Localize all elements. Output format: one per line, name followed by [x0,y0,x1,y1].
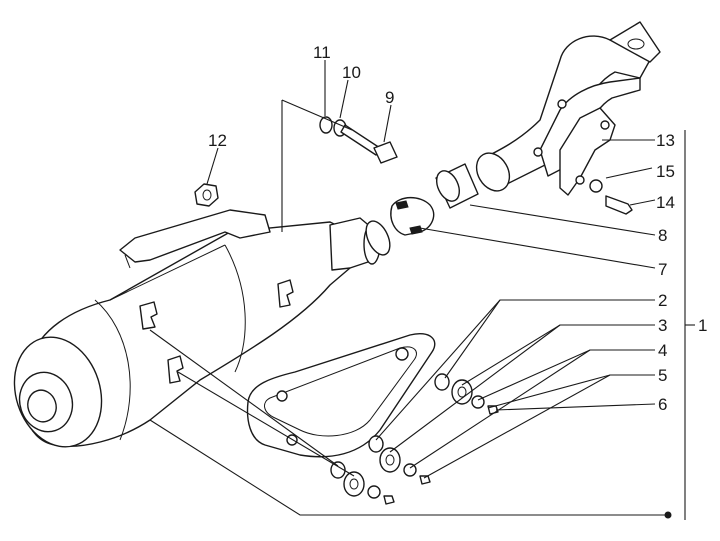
label-4: 4 [658,341,667,360]
heat-shield [246,333,436,458]
pipe-clamp [390,196,435,236]
bolt-assembly [319,116,398,164]
washer-part-15 [589,179,603,193]
label-14: 14 [656,193,675,212]
nut-part-11 [319,116,333,134]
label-10: 10 [342,63,361,82]
label-6: 6 [658,395,667,414]
label-9: 9 [385,88,394,107]
label-3: 3 [658,316,667,335]
label-5: 5 [658,366,667,385]
header-pipe [475,21,661,196]
leader-lines [149,60,695,520]
damper-hardware-set-b [368,435,431,485]
pipe-sleeve [435,163,479,209]
damper-hardware-set-c [330,461,395,505]
washer-screw-14-15 [589,179,633,215]
muffler-body [13,209,381,448]
label-12: 12 [208,131,227,150]
label-1: 1 [698,316,707,335]
gasket-ring [365,220,391,256]
label-8: 8 [658,226,667,245]
label-15: 15 [656,162,675,181]
label-7: 7 [658,260,667,279]
bolt-part-9 [340,124,381,156]
nut-part-12 [194,183,219,207]
part-number-labels: 11 10 9 12 13 15 14 8 7 2 3 4 5 6 1 [208,43,707,414]
screw-part-14 [605,195,633,215]
label-11: 11 [313,43,331,62]
label-13: 13 [656,131,675,150]
label-2: 2 [658,291,667,310]
